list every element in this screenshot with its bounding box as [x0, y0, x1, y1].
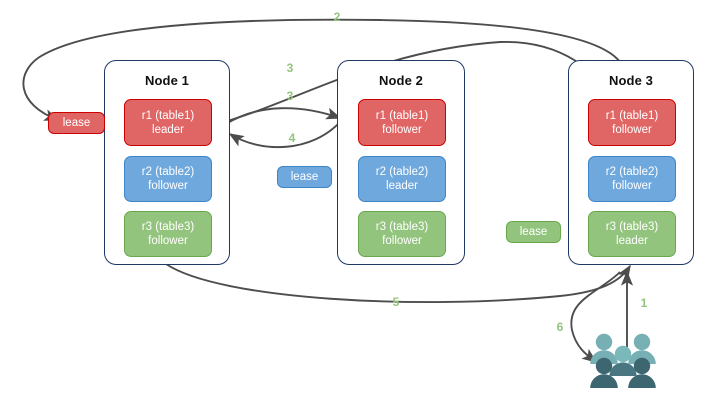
node-title-node3: Node 3	[609, 73, 653, 88]
replica-name: r1 (table1)	[605, 109, 659, 122]
step-label-1: 1	[640, 296, 648, 310]
node-container-node3: Node 3 r1 (table1) follower r2 (table2) …	[568, 60, 694, 265]
step-label-5: 5	[392, 295, 400, 309]
replica-name: r2 (table2)	[605, 166, 659, 178]
replica-node3-r3[interactable]: r3 (table3) leader	[588, 211, 676, 257]
replica-node1-r1[interactable]: r1 (table1) leader	[124, 99, 212, 146]
replica-role: leader	[152, 123, 184, 136]
replica-name: r3 (table3)	[141, 221, 195, 233]
replica-role: follower	[382, 235, 422, 247]
node-title-node2: Node 2	[379, 73, 423, 88]
replica-node3-r1[interactable]: r1 (table1) follower	[588, 99, 676, 146]
replica-node1-r2[interactable]: r2 (table2) follower	[124, 156, 212, 202]
lease-badge-r1[interactable]: lease	[48, 112, 105, 134]
step-label-4: 4	[288, 131, 296, 145]
step-label-2: 2	[333, 10, 341, 24]
replica-node1-r3[interactable]: r3 (table3) follower	[124, 211, 212, 257]
node-container-node2: Node 2 r1 (table1) follower r2 (table2) …	[337, 60, 465, 265]
step-label-6: 6	[556, 320, 564, 334]
people-group-icon	[590, 333, 656, 388]
node-container-node1: Node 1 r1 (table1) leader r2 (table2) fo…	[104, 60, 230, 265]
replica-node2-r3[interactable]: r3 (table3) follower	[358, 211, 446, 257]
lease-badge-r3[interactable]: lease	[506, 221, 561, 243]
replica-node2-r2[interactable]: r2 (table2) leader	[358, 156, 446, 202]
step-label-3-lower: 3	[286, 89, 294, 103]
replica-role: leader	[616, 235, 648, 247]
replica-role: follower	[148, 180, 188, 192]
replica-node3-r2[interactable]: r2 (table2) follower	[588, 156, 676, 202]
replica-name: r2 (table2)	[375, 166, 429, 178]
replica-name: r1 (table1)	[375, 109, 429, 122]
replica-node2-r1[interactable]: r1 (table1) follower	[358, 99, 446, 146]
lease-badge-r2[interactable]: lease	[277, 166, 332, 188]
replica-role: follower	[612, 180, 652, 192]
replica-name: r1 (table1)	[141, 109, 195, 122]
step-label-3-upper: 3	[286, 61, 294, 75]
replica-role: leader	[386, 180, 418, 192]
replica-role: follower	[612, 123, 652, 136]
edge-step-3-lower	[225, 107, 342, 125]
replica-role: follower	[148, 235, 188, 247]
replica-name: r2 (table2)	[141, 166, 195, 178]
replica-role: follower	[382, 123, 422, 136]
replica-name: r3 (table3)	[375, 221, 429, 233]
replica-name: r3 (table3)	[605, 221, 659, 233]
node-title-node1: Node 1	[145, 73, 189, 88]
